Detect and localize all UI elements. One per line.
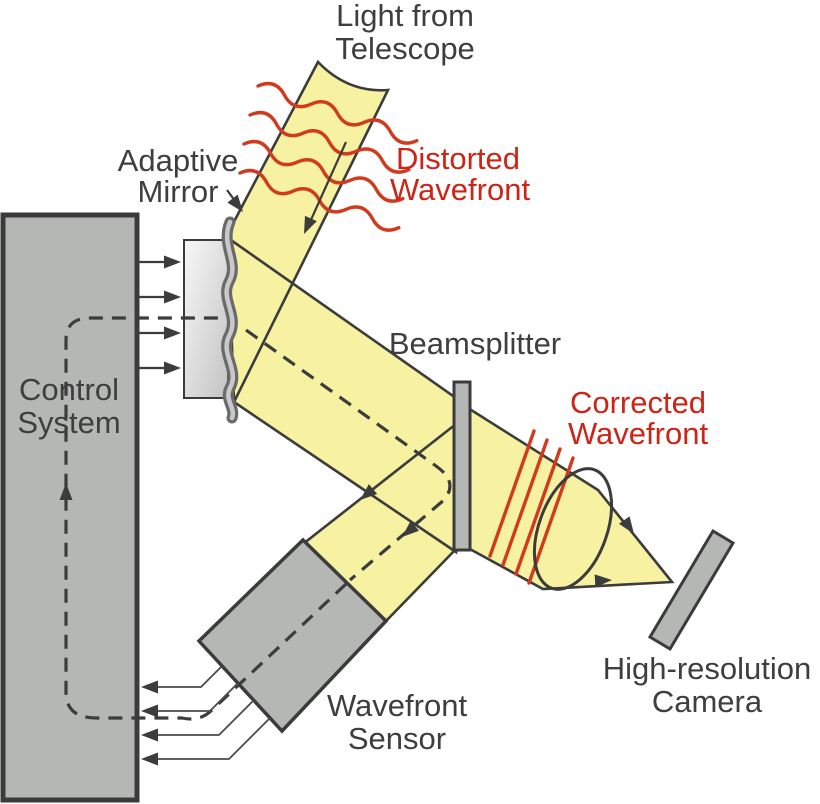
sensor-signal-line xyxy=(158,717,271,760)
deformable-mirror-surface-highlight xyxy=(224,219,236,421)
corrected-wavefront-label: Wavefront xyxy=(568,416,709,451)
sensor-signal-arrowhead xyxy=(141,680,158,694)
sensor-signal-line xyxy=(158,682,239,712)
actuator-arrowhead xyxy=(164,290,181,304)
beamsplitter-to-camera-beam xyxy=(468,408,672,589)
sensor-signal-line xyxy=(158,665,223,688)
actuator-arrowhead xyxy=(164,361,181,375)
control-system-box xyxy=(0,212,140,803)
focusing-lens xyxy=(532,467,614,591)
incoming-ray-line xyxy=(308,141,348,223)
sensor-signal-arrowhead xyxy=(141,752,158,766)
control-to-mirror-arrows xyxy=(138,255,181,375)
incoming-beam-outline xyxy=(225,59,391,403)
corrected-wave-line xyxy=(501,438,549,567)
wavefront-sensor-label: Sensor xyxy=(348,721,446,756)
beamsplitter-plate xyxy=(452,380,472,552)
distorted-wavefront-label: Wavefront xyxy=(390,172,531,207)
wavefront-sensor-label: Wavefront xyxy=(327,688,468,723)
distorted-wave-line xyxy=(242,139,405,203)
adaptive-mirror-label: Adaptive xyxy=(118,143,239,178)
sensor-signal-arrowhead xyxy=(141,728,158,742)
beamsplitter-label: Beamsplitter xyxy=(389,326,561,361)
dashed-beam-path xyxy=(245,328,452,582)
telescope-light-label: Light from xyxy=(336,0,474,33)
beamsplitter-to-sensor-beam xyxy=(303,424,456,621)
labels: Light from Telescope Adaptive Mirror Dis… xyxy=(17,0,811,756)
distorted-wave-line xyxy=(256,81,419,145)
corrected-wavefront-label: Corrected xyxy=(570,385,706,420)
control-system-label: Control xyxy=(19,372,119,407)
sensor-signal-line xyxy=(158,699,255,736)
actuator-arrowhead xyxy=(164,255,181,269)
adaptive-mirror-label: Mirror xyxy=(138,174,219,209)
telescope-light-label: Telescope xyxy=(335,31,475,66)
camera-label: High-resolution xyxy=(603,651,812,686)
camera-label: Camera xyxy=(652,684,763,719)
distorted-wavefront-label: Distorted xyxy=(396,141,520,176)
corrected-wave-line xyxy=(514,447,562,576)
distorted-wave-line xyxy=(248,110,411,174)
actuator-arrowhead xyxy=(164,326,181,340)
dashed-feedback-loop xyxy=(64,316,348,721)
camera-plate xyxy=(647,528,736,652)
corrected-wave-line xyxy=(488,429,536,558)
sensor-signal-arrowhead xyxy=(141,704,158,718)
sensor-to-control-lines xyxy=(141,665,271,766)
control-system-label: System xyxy=(17,405,120,440)
